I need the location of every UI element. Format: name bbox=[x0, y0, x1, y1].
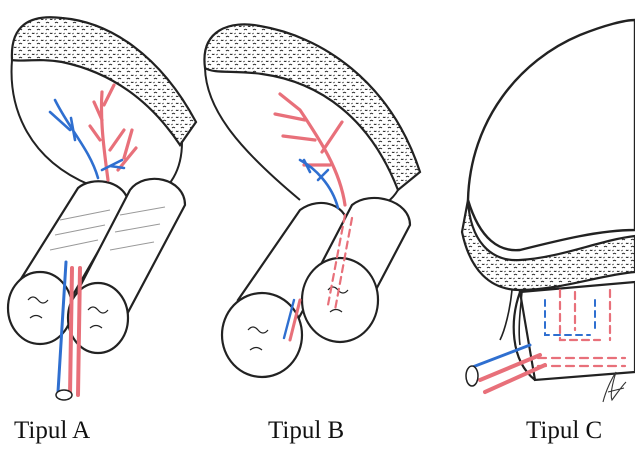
caption-type-c: Tipul C bbox=[526, 418, 602, 443]
panel-a-drawing bbox=[8, 17, 196, 400]
panel-a-cylinders bbox=[8, 179, 185, 353]
panel-c-dome bbox=[468, 20, 635, 250]
panel-a-plate bbox=[12, 17, 196, 145]
panel-b-drawing bbox=[204, 24, 420, 377]
caption-type-a: Tipul A bbox=[14, 418, 90, 443]
artist-signature-icon bbox=[603, 372, 626, 402]
panel-c-drawing bbox=[462, 20, 635, 402]
panel-b-cylinders bbox=[222, 198, 410, 377]
caption-type-b: Tipul B bbox=[268, 418, 344, 443]
